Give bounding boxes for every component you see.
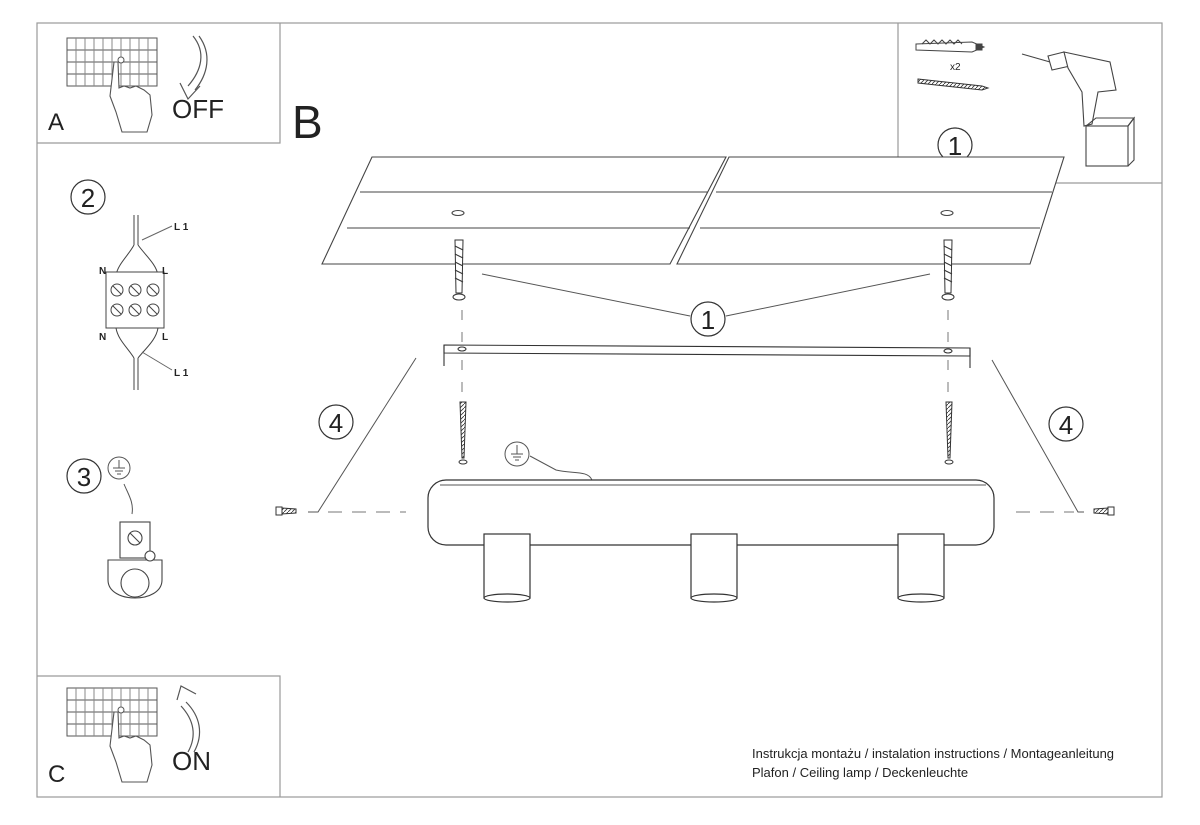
wire-label-l1-bottom: L 1 — [174, 368, 189, 379]
wire-label-n-top: N — [99, 266, 106, 277]
panel-power-on: C ON — [37, 675, 281, 797]
hand-icon — [109, 711, 153, 783]
ground-symbol-icon — [504, 441, 593, 481]
power-on-label: ON — [172, 746, 211, 776]
step-2-number: 2 — [81, 183, 95, 213]
caption-line-1: Instrukcja montażu / instalation instruc… — [752, 746, 1115, 761]
wire-label-l-bottom: L — [162, 332, 168, 343]
earth-terminal-icon — [107, 521, 163, 599]
wall-plug-icon — [452, 239, 955, 301]
drill-icon — [1021, 51, 1136, 167]
tools-panel: x2 1 — [897, 23, 1162, 184]
sheet-border — [36, 22, 1163, 798]
callout-4-left-number: 4 — [329, 408, 343, 438]
quantity-label: x2 — [950, 62, 961, 73]
step-2-marker — [70, 179, 106, 215]
wire-label-n-bottom: N — [99, 332, 106, 343]
ceiling-lamp-icon — [427, 479, 995, 603]
ground-symbol-icon — [107, 456, 131, 480]
assembly-diagram: B 1 — [275, 96, 1115, 603]
wire-label-l-top: L — [162, 266, 168, 277]
wall-plug-icon — [915, 39, 986, 53]
panel-c-letter: C — [48, 761, 65, 788]
screws-callout-left: 4 — [308, 357, 417, 513]
breaker-box-icon — [66, 37, 158, 87]
callout-4-right-number: 4 — [1059, 410, 1073, 440]
anchors-callout: 1 — [481, 273, 931, 337]
turn-down-arrow-icon — [179, 35, 208, 101]
hand-icon — [109, 61, 153, 133]
screws-callout-right: 4 — [991, 359, 1084, 513]
terminal-block-icon — [105, 215, 173, 390]
screw-icon — [917, 78, 990, 91]
instructions-caption: Instrukcja montażu / instalation instruc… — [752, 744, 1114, 782]
step-1-number: 1 — [948, 131, 962, 161]
step-3-marker — [66, 458, 102, 494]
turn-up-arrow-icon — [176, 685, 201, 753]
screw-icon — [458, 401, 954, 465]
power-off-label: OFF — [172, 94, 224, 124]
ceiling-icon — [321, 156, 1065, 265]
wiring-diagram: 2 L 1 N L N L L 1 — [70, 179, 189, 390]
panel-a-letter: A — [48, 109, 64, 136]
earth-connection: 3 — [66, 456, 163, 599]
side-screw-icon — [275, 506, 1115, 516]
mounting-bracket-icon — [443, 344, 971, 368]
caption-line-2: Plafon / Ceiling lamp / Deckenleuchte — [752, 765, 969, 780]
callout-1-number: 1 — [701, 305, 715, 335]
panel-power-off: A OFF — [37, 23, 281, 144]
step-3-number: 3 — [77, 462, 91, 492]
wire-label-l1-top: L 1 — [174, 222, 189, 233]
panel-b-letter: B — [292, 96, 323, 148]
